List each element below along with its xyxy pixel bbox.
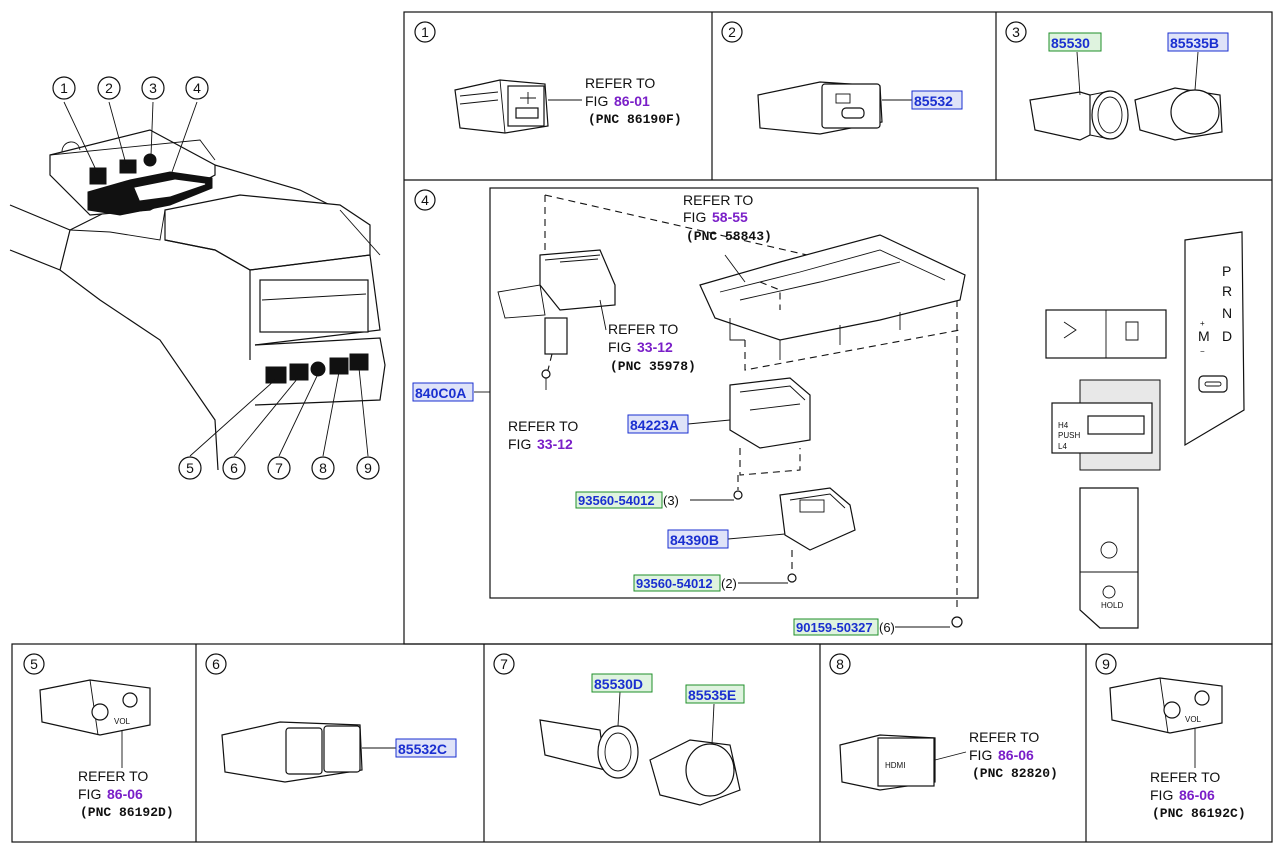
shift-d: D bbox=[1222, 328, 1232, 344]
part-90159-link[interactable]: 90159-50327 bbox=[796, 620, 873, 635]
callout-9: 9 bbox=[364, 460, 372, 476]
transfer-push: PUSH bbox=[1058, 431, 1080, 440]
hdmi-label: HDMI bbox=[885, 761, 905, 770]
callout-7: 7 bbox=[275, 460, 283, 476]
callout-8: 8 bbox=[319, 460, 327, 476]
panel-callout-5: 5 bbox=[30, 656, 38, 672]
part-840C0A-link[interactable]: 840C0A bbox=[415, 385, 466, 401]
panel-callout-4: 4 bbox=[421, 192, 429, 208]
ref-9-label: REFER TO bbox=[1150, 769, 1220, 785]
part-85530-link[interactable]: 85530 bbox=[1051, 35, 1090, 51]
ref-9-pnc: (PNC 86192C) bbox=[1152, 806, 1246, 821]
ref-8-fig-link[interactable]: 86-06 bbox=[998, 747, 1034, 763]
callout-markers: 1 2 3 4 5 6 7 8 9 1 2 3 4 5 6 7 8 9 bbox=[23, 21, 1117, 675]
console-overview bbox=[9, 101, 386, 471]
terrain-icon bbox=[1125, 321, 1139, 341]
ref-4c-label: REFER TO bbox=[508, 418, 578, 434]
part-93560-b-qty: (2) bbox=[721, 576, 737, 591]
panel-callout-3: 3 bbox=[1012, 24, 1020, 40]
panel-callout-2: 2 bbox=[728, 24, 736, 40]
ref-4b-fig-prefix: FIG bbox=[608, 339, 631, 355]
panel-6-dual-switch: 85532C bbox=[221, 721, 457, 783]
ref-4a-fig-link[interactable]: 58-55 bbox=[712, 209, 748, 225]
callout-circle-1 bbox=[52, 76, 76, 100]
ref-8-pnc: (PNC 82820) bbox=[972, 766, 1058, 781]
ref-8-fig-prefix: FIG bbox=[969, 747, 992, 763]
panel-9-aux: VOL REFER TO FIG 86-06 (PNC 86192C) bbox=[1109, 677, 1246, 821]
callout-2: 2 bbox=[105, 80, 113, 96]
vol-label-5: VOL bbox=[114, 717, 131, 726]
ref-4b-pnc: (PNC 35978) bbox=[610, 359, 696, 374]
ref-4c-fig-prefix: FIG bbox=[508, 436, 531, 452]
callout-circle-4 bbox=[185, 76, 209, 100]
parking-brake-icon bbox=[1100, 541, 1118, 559]
ref-4c-fig-link[interactable]: 33-12 bbox=[537, 436, 573, 452]
panel-callout-8: 8 bbox=[836, 656, 844, 672]
ref-5-fig-prefix: FIG bbox=[78, 786, 101, 802]
panel-callout-7: 7 bbox=[500, 656, 508, 672]
part-85535E-link[interactable]: 85535E bbox=[688, 687, 736, 703]
panel-4-console-assembly: REFER TO FIG 33-12 (PNC 35978) REFER TO … bbox=[412, 192, 966, 636]
part-90159-qty: (6) bbox=[879, 620, 895, 635]
ref-4b-label: REFER TO bbox=[608, 321, 678, 337]
callout-5: 5 bbox=[186, 460, 194, 476]
ref-4a-label: REFER TO bbox=[683, 192, 753, 208]
panel-5-aux: VOL REFER TO FIG 86-06 (PNC 86192D) bbox=[39, 679, 174, 820]
hold-icon bbox=[1102, 585, 1116, 599]
part-85532-link[interactable]: 85532 bbox=[914, 93, 953, 109]
panel-frames bbox=[11, 11, 1273, 843]
part-85535B-link[interactable]: 85535B bbox=[1170, 35, 1219, 51]
ref-1-label: REFER TO bbox=[585, 75, 655, 91]
shift-plus: + bbox=[1200, 319, 1205, 328]
shift-minus: − bbox=[1200, 347, 1205, 356]
callout-circle-2 bbox=[97, 76, 121, 100]
callout-1: 1 bbox=[60, 80, 68, 96]
ref-4a-fig-prefix: FIG bbox=[683, 209, 706, 225]
vol-label-9: VOL bbox=[1185, 715, 1202, 724]
ref-1-fig-link[interactable]: 86-01 bbox=[614, 93, 650, 109]
ref-5-label: REFER TO bbox=[78, 768, 148, 784]
part-85530D-link[interactable]: 85530D bbox=[594, 676, 643, 692]
panel-callout-6: 6 bbox=[212, 656, 220, 672]
ref-8-label: REFER TO bbox=[969, 729, 1039, 745]
panel-callout-9: 9 bbox=[1102, 656, 1110, 672]
callout-4: 4 bbox=[193, 80, 201, 96]
ref-4b-fig-link[interactable]: 33-12 bbox=[637, 339, 673, 355]
ref-5-pnc: (PNC 86192D) bbox=[80, 805, 174, 820]
ref-5-fig-link[interactable]: 86-06 bbox=[107, 786, 143, 802]
panel-1-usb-port: REFER TO FIG 86-01 (PNC 86190F) bbox=[454, 75, 682, 134]
callout-3: 3 bbox=[149, 80, 157, 96]
ref-1-fig-prefix: FIG bbox=[585, 93, 608, 109]
shift-m: M bbox=[1198, 328, 1210, 344]
callout-circle-3 bbox=[141, 76, 165, 100]
panel-3-sockets: 85530 85535B bbox=[1029, 32, 1229, 141]
transfer-l4: L4 bbox=[1058, 442, 1067, 451]
ref-4a-pnc: (PNC 58843) bbox=[686, 229, 772, 244]
panel-7-sockets: 85530D 85535E bbox=[539, 673, 745, 806]
shift-p: P bbox=[1222, 263, 1231, 279]
part-93560-a-qty: (3) bbox=[663, 493, 679, 508]
part-85532C-link[interactable]: 85532C bbox=[398, 741, 447, 757]
ref-9-fig-prefix: FIG bbox=[1150, 787, 1173, 803]
shift-n: N bbox=[1222, 305, 1232, 321]
callout-6: 6 bbox=[230, 460, 238, 476]
part-93560-b-link[interactable]: 93560-54012 bbox=[636, 576, 713, 591]
panel-8-hdmi: HDMI REFER TO FIG 86-06 (PNC 82820) bbox=[839, 729, 1058, 791]
part-84390B-link[interactable]: 84390B bbox=[670, 532, 719, 548]
ref-9-fig-link[interactable]: 86-06 bbox=[1179, 787, 1215, 803]
hold-label: HOLD bbox=[1101, 601, 1123, 610]
panel-2-power-switch: 85532 bbox=[757, 81, 963, 135]
transfer-h4: H4 bbox=[1058, 421, 1069, 430]
part-84223A-link[interactable]: 84223A bbox=[630, 417, 679, 433]
panel-callout-1: 1 bbox=[421, 24, 429, 40]
shift-r: R bbox=[1222, 283, 1232, 299]
shifter-switch-panels: H4 PUSH L4 P R N D M + − HOLD bbox=[1045, 231, 1245, 629]
ref-1-pnc: (PNC 86190F) bbox=[588, 112, 682, 127]
drive-mode-icon bbox=[1063, 321, 1077, 339]
part-93560-a-link[interactable]: 93560-54012 bbox=[578, 493, 655, 508]
